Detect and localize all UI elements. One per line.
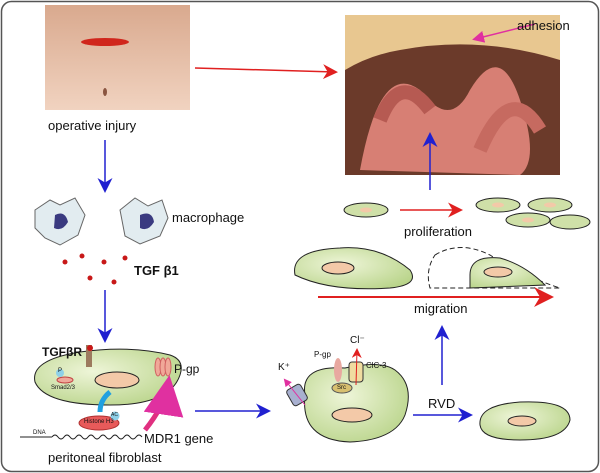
macrophage-cell [34,197,86,246]
label-cl: Cl⁻ [350,335,365,346]
dna-helix [51,434,143,440]
label-pgp-2: P-gp [314,350,331,359]
label-p: P [58,368,63,374]
label-histone: Histone H3 [84,419,114,425]
adhesion-pointer [472,23,536,43]
mdr1-to-pgp-arrow [143,375,184,432]
tgfbr-receptor [86,345,92,367]
label-tgf-b1: TGF β1 [134,263,179,278]
label-ac: AC [111,412,118,418]
proliferating-cells [343,197,591,230]
label-fibroblast: peritoneal fibroblast [48,450,162,465]
abdomen-photo [45,5,190,110]
label-proliferation: proliferation [404,224,472,239]
label-rvd: RVD [428,396,456,411]
label-tgfbr: TGFβR [42,345,82,359]
label-pgp: P-gp [174,362,200,376]
tgf-dots [62,253,128,285]
label-operative-injury: operative injury [48,118,137,133]
nucleus [94,371,140,389]
arrow-injury-to-adhesion [194,64,338,80]
label-smad: Smad2/3 [51,385,76,391]
blue-curved-arrow [97,390,112,413]
macrophage-cell [119,197,169,245]
label-k: K⁺ [278,362,290,373]
label-clc3: ClC-3 [366,361,387,370]
pgp-transporter [154,357,172,377]
label-macrophage: macrophage [172,210,245,225]
label-mdr1: MDR1 gene [144,431,214,446]
label-adhesion: adhesion [517,18,570,33]
histone-h3 [78,415,120,431]
label-src: Src [337,385,346,391]
label-migration: migration [414,301,468,316]
label-dna: DNA [33,430,46,436]
intestine-adhesion-photo [345,15,560,175]
